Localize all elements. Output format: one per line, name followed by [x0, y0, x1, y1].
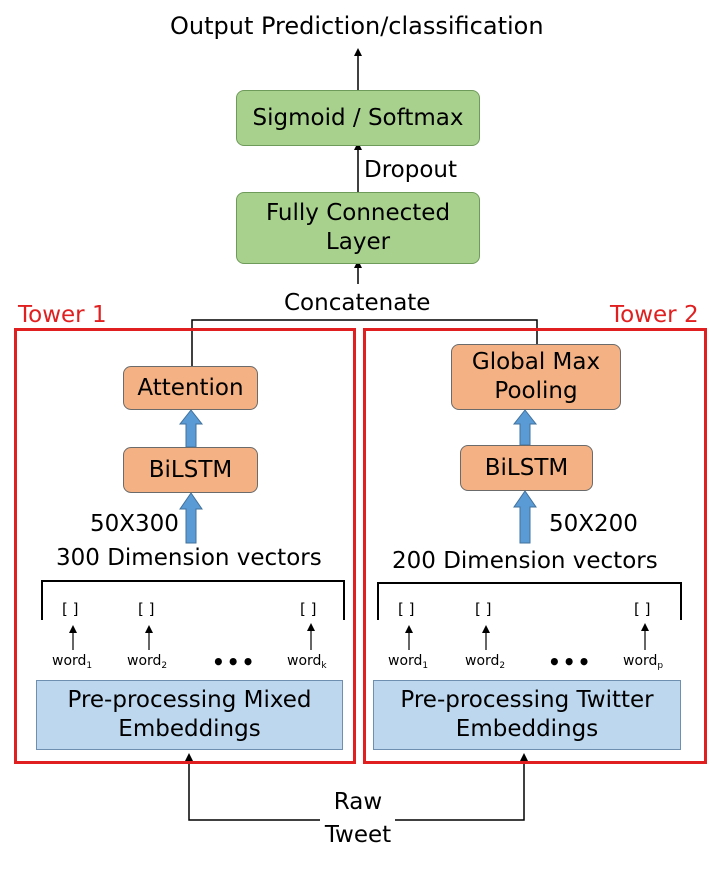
bracket-t2 — [377, 582, 682, 620]
vector-bracket-t1-2: [ ] — [138, 600, 155, 618]
sigmoid-softmax-box: Sigmoid / Softmax — [236, 90, 480, 146]
word-text: word — [623, 653, 658, 669]
dim-label-t1: 50X300 — [90, 511, 179, 537]
tower1-frame — [14, 328, 356, 764]
attention-label: Attention — [137, 374, 244, 401]
word-subscript: k — [321, 661, 327, 671]
word-text: word — [287, 653, 322, 669]
word-subscript: 2 — [499, 661, 506, 671]
thick-arrow-input-to-bilstm-t2 — [513, 490, 537, 544]
word-subscript: p — [657, 661, 664, 671]
vectors-label-t2: 200 Dimension vectors — [392, 548, 658, 574]
global-max-pooling-box: Global Max Pooling — [451, 344, 621, 410]
ellipsis-t1: ••• — [212, 650, 257, 674]
tower1-title: Tower 1 — [18, 302, 107, 328]
twitter-embeddings-box: Pre-processing Twitter Embeddings — [373, 680, 681, 750]
concat-line — [191, 319, 538, 366]
ellipsis-t2: ••• — [548, 650, 593, 674]
twitter-embeddings-label: Pre-processing Twitter Embeddings — [400, 687, 654, 742]
word-text: word — [52, 653, 87, 669]
word-t1-2: word2 — [127, 653, 167, 672]
tower2-frame — [363, 328, 707, 764]
concatenate-label: Concatenate — [284, 290, 431, 316]
vector-bracket-t1-1: [ ] — [62, 600, 79, 618]
raw-tweet-label: Raw Tweet — [324, 789, 392, 849]
word-t1-1: word1 — [52, 653, 92, 672]
mixed-embeddings-box: Pre-processing Mixed Embeddings — [36, 680, 343, 750]
fully-connected-label: Fully Connected Layer — [265, 200, 451, 255]
dropout-label: Dropout — [364, 157, 457, 183]
vector-bracket-t2-3: [ ] — [634, 600, 651, 618]
bilstm-box-t2: BiLSTM — [460, 445, 593, 491]
bracket-t1 — [41, 580, 345, 620]
vector-bracket-t1-3: [ ] — [300, 600, 317, 618]
vector-bracket-t2-2: [ ] — [475, 600, 492, 618]
raw-tweet-right-line — [395, 753, 528, 821]
word-subscript: 1 — [422, 661, 429, 671]
word-t2-3: wordp — [623, 653, 663, 672]
vector-bracket-t2-1: [ ] — [398, 600, 415, 618]
thick-arrow-input-to-bilstm-t1 — [179, 492, 203, 544]
word-text: word — [465, 653, 500, 669]
thick-arrow-bilstm-to-pooling-t2 — [512, 409, 538, 446]
tower2-title: Tower 2 — [610, 302, 699, 328]
raw-tweet-left-line — [185, 753, 320, 821]
fully-connected-box: Fully Connected Layer — [236, 192, 480, 264]
bilstm-box-t1: BiLSTM — [123, 447, 258, 493]
attention-box: Attention — [123, 366, 258, 410]
word-t2-1: word1 — [388, 653, 428, 672]
bilstm-label-t1: BiLSTM — [148, 456, 233, 483]
word-subscript: 1 — [86, 661, 93, 671]
word-subscript: 2 — [161, 661, 168, 671]
thick-arrow-bilstm-to-attention-t1 — [178, 409, 204, 448]
vectors-label-t1: 300 Dimension vectors — [56, 545, 322, 571]
sigmoid-softmax-label: Sigmoid / Softmax — [252, 104, 464, 131]
mixed-embeddings-label: Pre-processing Mixed Embeddings — [67, 687, 312, 742]
word-text: word — [388, 653, 423, 669]
global-max-pooling-label: Global Max Pooling — [471, 349, 601, 404]
word-text: word — [127, 653, 162, 669]
dim-label-t2: 50X200 — [549, 511, 638, 537]
bilstm-label-t2: BiLSTM — [484, 454, 569, 481]
output-label: Output Prediction/classification — [170, 12, 544, 40]
word-t2-2: word2 — [465, 653, 505, 672]
word-t1-3: wordk — [287, 653, 327, 672]
